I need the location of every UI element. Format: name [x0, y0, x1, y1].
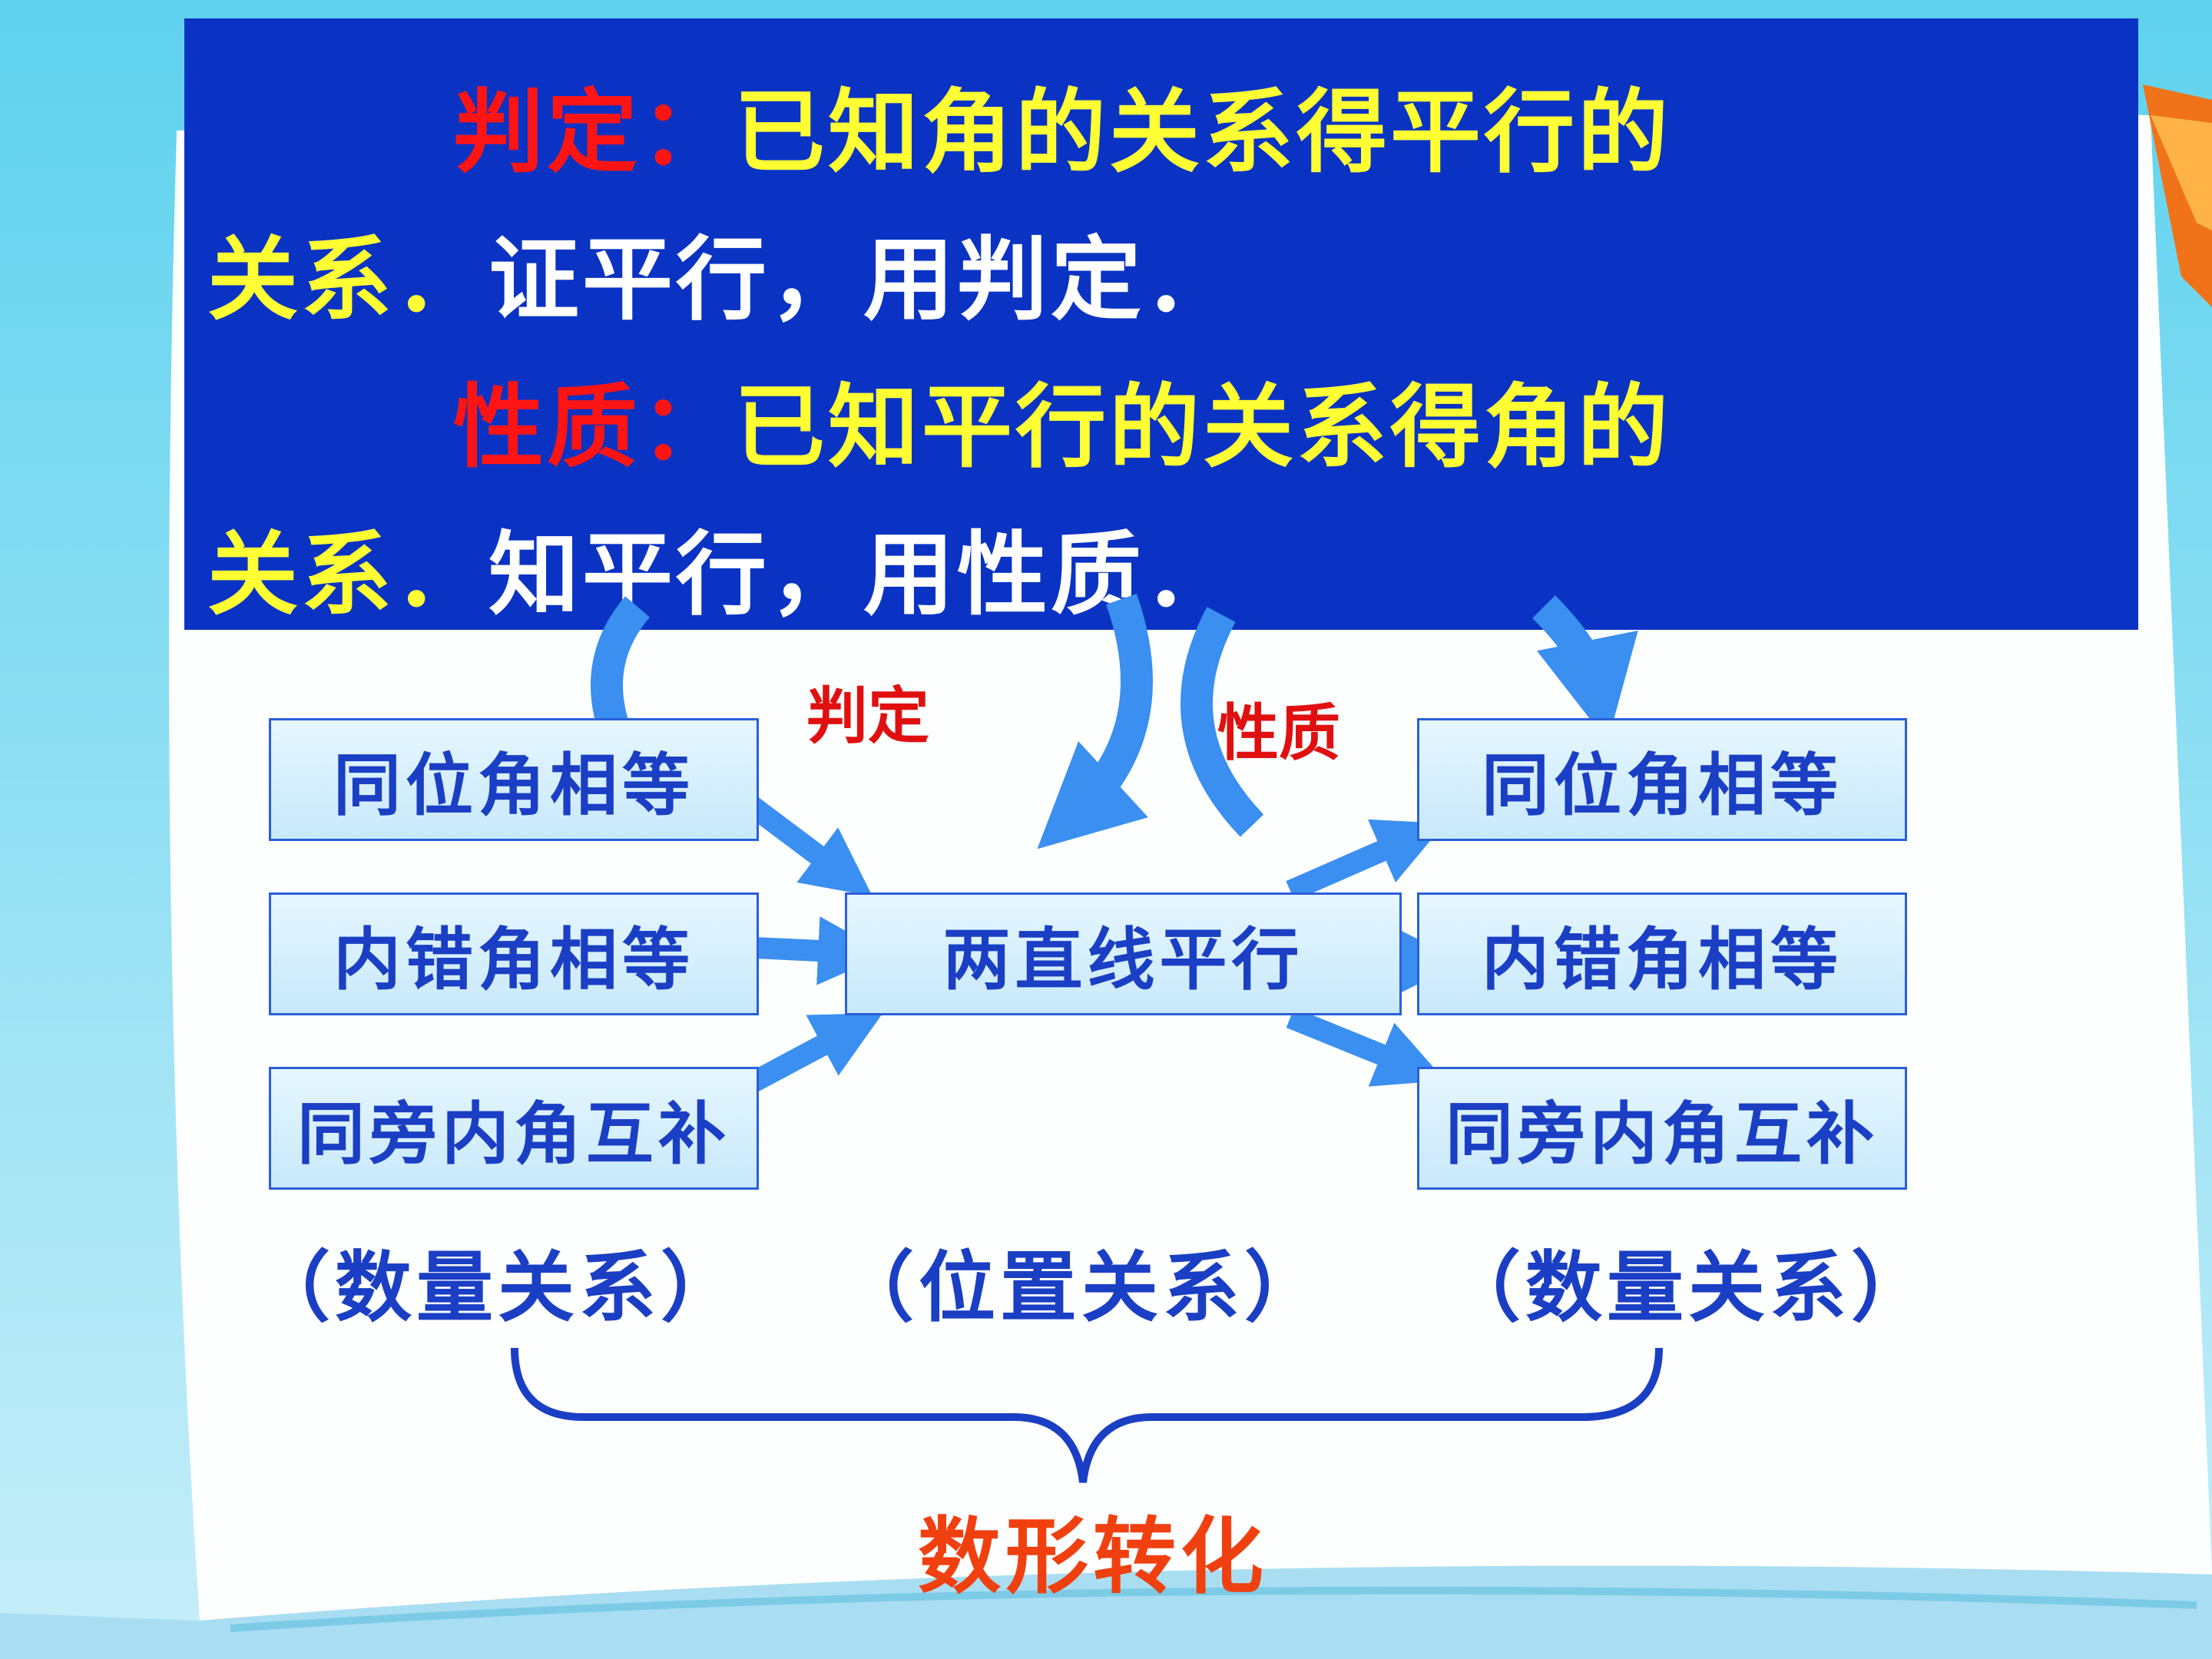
right-box-interior-angles: 同旁内角互补: [1417, 1067, 1907, 1190]
arrow-parallel-to-corresponding: [1286, 819, 1445, 901]
center-box-parallel-lines: 两直线平行: [845, 892, 1402, 1015]
banner-line-3: 性质：已知平行的关系得角的: [453, 373, 1671, 481]
judge-text-end: 关系．: [207, 226, 489, 333]
right-box-alternate-angles: 内错角相等: [1417, 892, 1907, 1015]
judge-curve-arrow: [1037, 594, 1153, 849]
left-group-label: （数量关系）: [253, 1242, 742, 1333]
right-group-label: （数量关系）: [1444, 1242, 1932, 1333]
center-group-label: （位置关系）: [837, 1242, 1326, 1333]
arrow-parallel-to-interior: [1286, 1008, 1445, 1087]
definition-banner: 判定：已知角的关系得平行的 关系．证平行，用判定． 性质：已知平行的关系得角的 …: [184, 18, 2138, 630]
property-label: 性质：: [453, 373, 735, 480]
judge-text: 已知角的关系得平行的: [734, 78, 1672, 185]
judge-note: 证平行，用判定．: [488, 226, 1239, 333]
property-curve-arrow: [1181, 607, 1264, 837]
property-text: 已知平行的关系得角的: [734, 373, 1672, 480]
bottom-brace: [511, 1347, 1663, 1483]
bottom-label: 数形转化: [918, 1508, 1269, 1605]
banner-line-2: 关系．证平行，用判定．: [207, 226, 1238, 333]
right-box-corresponding-angles: 同位角相等: [1417, 718, 1907, 841]
judge-label: 判定：: [453, 78, 735, 185]
left-box-alternate-angles: 内错角相等: [269, 892, 759, 1015]
property-curve-arrow-right: [1532, 595, 1638, 742]
arrow-label-judge: 判定: [806, 680, 929, 752]
judge-curve-arrow-left: [591, 596, 651, 735]
left-box-interior-angles: 同旁内角互补: [269, 1067, 759, 1190]
banner-line-1: 判定：已知角的关系得平行的: [453, 78, 1671, 186]
property-text-end: 关系．: [207, 521, 489, 628]
left-box-corresponding-angles: 同位角相等: [269, 718, 759, 841]
arrow-label-property: 性质: [1217, 697, 1340, 769]
